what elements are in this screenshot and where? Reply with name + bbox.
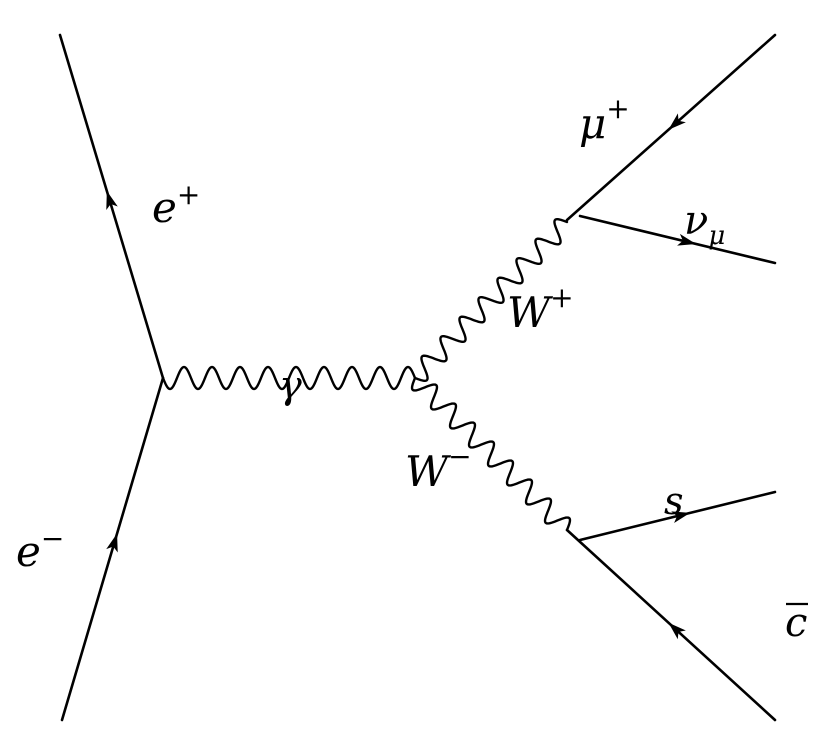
label-mu-plus: μ+ (579, 92, 630, 148)
strange-quark-arrow (671, 511, 691, 524)
label-w-plus: W+ (507, 281, 574, 337)
positron-arrow (106, 191, 118, 210)
muon-neutrino-line (578, 214, 777, 265)
label-nu-mu: νμ (684, 198, 725, 251)
w-plus-propagator (413, 218, 569, 382)
label-e-plus: e+ (152, 178, 200, 232)
w-minus-propagator (410, 376, 572, 532)
anticharm-arrow (668, 622, 686, 640)
label-e-minus: e− (16, 522, 64, 576)
label-c-bar: c (785, 600, 808, 646)
label-gamma: γ (279, 363, 302, 407)
photon-propagator (161, 365, 417, 391)
label-w-minus: W− (405, 440, 472, 496)
positron-line (58, 33, 165, 380)
label-s: s (664, 479, 684, 523)
antimuon-arrow (668, 113, 686, 130)
electron-line (60, 376, 165, 722)
electron-arrow (106, 533, 118, 553)
svg-text:c: c (785, 600, 807, 646)
muon-neutrino-arrow (677, 233, 696, 246)
